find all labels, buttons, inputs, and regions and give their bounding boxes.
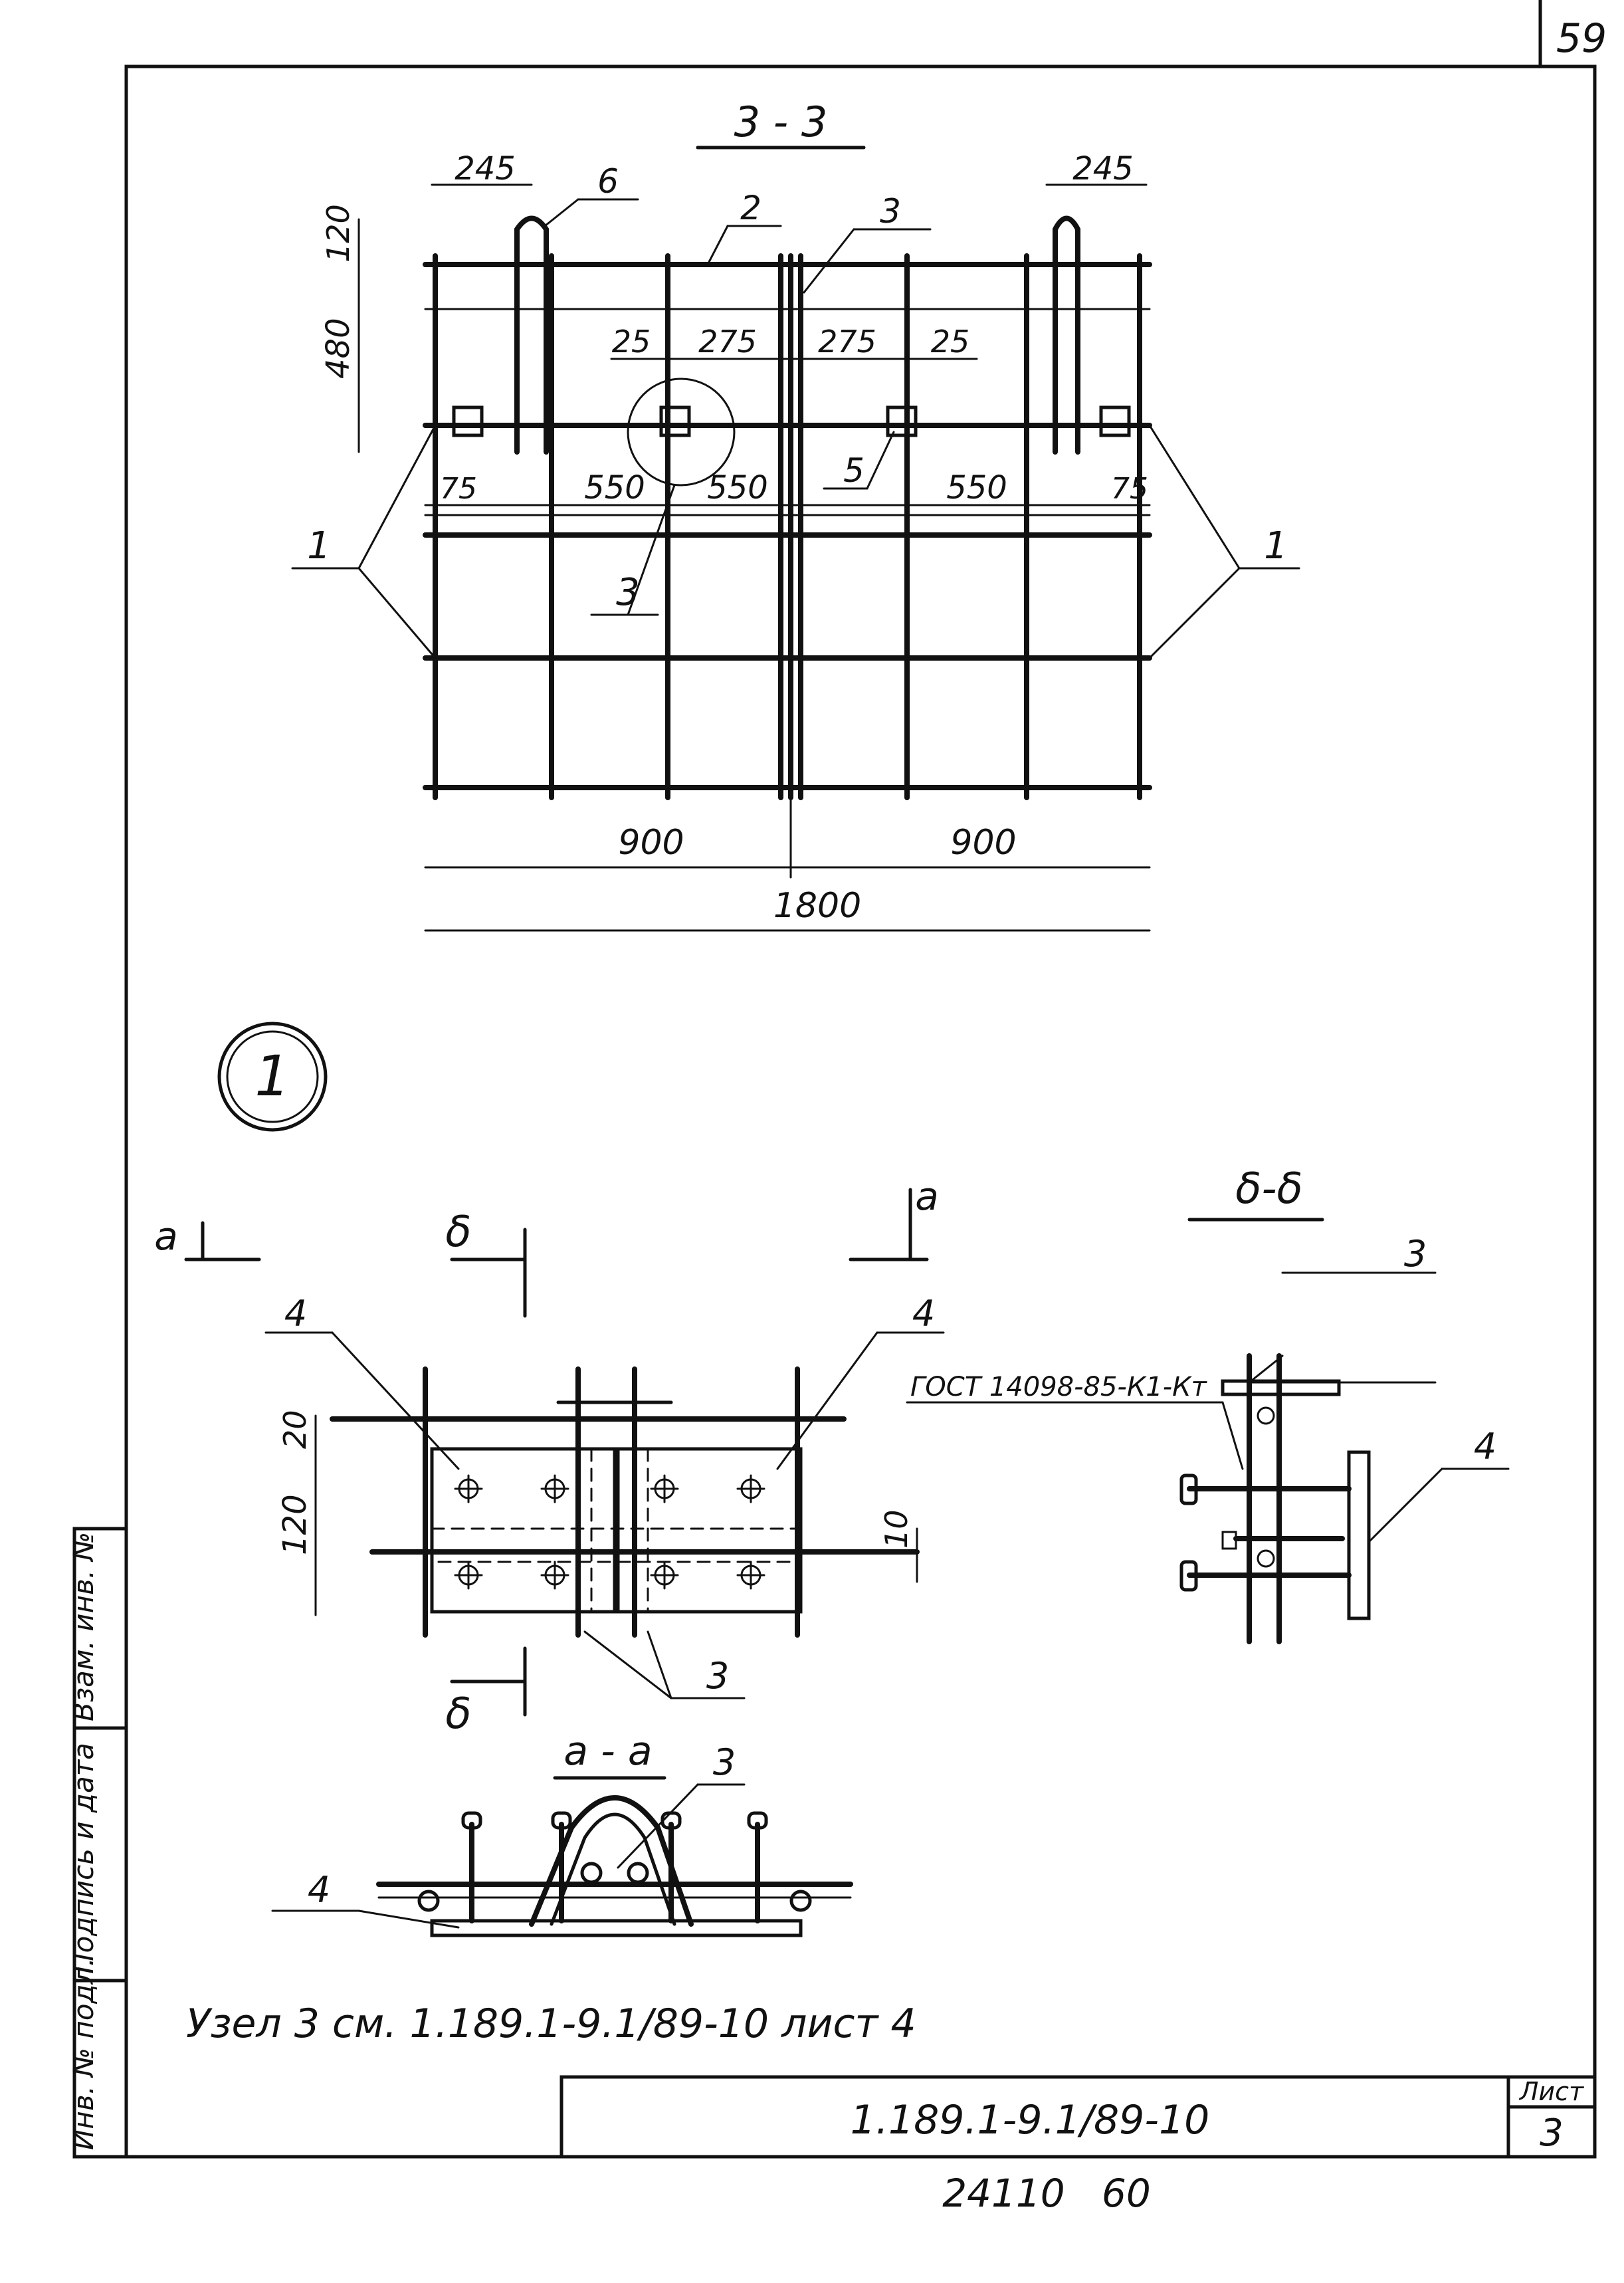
callout-4-bb: 4 <box>1474 1426 1496 1468</box>
dim-275-right: 275 <box>818 324 876 360</box>
cut-a-left-label: a <box>154 1214 178 1259</box>
dim-480: 480 <box>320 318 357 379</box>
callout-6: 6 <box>597 162 619 201</box>
node-1-view: a a δ δ <box>154 1174 945 1739</box>
section-3-3: 3 - 3 245 245 120 48 <box>291 98 1300 932</box>
node-1-marker: 1 <box>217 1022 328 1132</box>
dim-20: 20 <box>277 1410 313 1449</box>
svg-text:1: 1 <box>254 1043 290 1109</box>
sheet-number: 3 <box>1540 2112 1564 2155</box>
dim-75-left: 75 <box>440 472 477 506</box>
gost-label: ГОСТ 14098-85-К1-Кт <box>910 1372 1208 1402</box>
callout-2: 2 <box>740 189 761 227</box>
sheet-label: Лист <box>1518 2077 1585 2106</box>
dim-120-node: 120 <box>276 1494 314 1555</box>
callout-4-left: 4 <box>284 1293 307 1335</box>
section-3-3-title: 3 - 3 <box>734 98 828 146</box>
section-a-a-title: a - a <box>563 1728 652 1775</box>
callout-3-top: 3 <box>880 192 901 231</box>
dim-245-right: 245 <box>1072 150 1134 187</box>
stamp-sign-date: Подпись и дата <box>67 1743 100 1974</box>
dim-25-right: 25 <box>931 324 970 360</box>
callout-3-bb: 3 <box>1404 1233 1427 1275</box>
doc-code: 1.189.1-9.1/89-10 <box>851 2097 1210 2143</box>
page-number: 59 <box>1556 15 1607 62</box>
dim-900-right: 900 <box>950 823 1016 863</box>
dim-550-c: 550 <box>946 469 1007 506</box>
stamp-vzam-inv: Взам. инв. № <box>67 1532 100 1721</box>
dim-245-left: 245 <box>455 150 516 187</box>
callout-3-aa: 3 <box>713 1741 736 1783</box>
dim-550-a: 550 <box>584 469 645 506</box>
callout-3-plan: 3 <box>616 571 640 614</box>
callout-4-aa: 4 <box>308 1869 330 1911</box>
footer-number: 24110 60 <box>942 2171 1151 2216</box>
callout-1-right: 1 <box>1264 524 1288 568</box>
callout-1-left: 1 <box>307 524 331 568</box>
dim-900-left: 900 <box>618 823 684 863</box>
callout-3-node: 3 <box>706 1655 729 1697</box>
sheet-frame <box>124 64 1597 2159</box>
section-a-a: a - a 3 4 <box>271 1728 853 1937</box>
note-text: Узел 3 см. 1.189.1-9.1/89-10 лист 4 <box>186 2001 916 2047</box>
dim-275-left: 275 <box>698 324 757 360</box>
title-block: 1.189.1-9.1/89-10 Лист 3 <box>559 2075 1597 2159</box>
side-stamp: Взам. инв. № Подпись и дата Инв. № подл. <box>67 1527 128 2159</box>
dim-75-right: 75 <box>1111 472 1148 506</box>
dim-120: 120 <box>320 204 356 263</box>
section-b-b-title: δ-δ <box>1235 1164 1302 1214</box>
cut-b-top-label: δ <box>445 1208 471 1257</box>
dim-25-left: 25 <box>612 324 651 360</box>
stamp-inv-no: Инв. № подл. <box>67 1957 100 2150</box>
callout-5: 5 <box>843 451 864 490</box>
dim-1800: 1800 <box>773 886 861 926</box>
dim-550-b: 550 <box>707 469 768 506</box>
cut-a-right-label: a <box>915 1174 939 1219</box>
section-b-b: δ-δ 3 ГОСТ 14098-85-К1-Кт 4 <box>906 1164 1510 1644</box>
cut-b-bottom-label: δ <box>445 1689 471 1739</box>
dim-10: 10 <box>878 1509 914 1549</box>
callout-4-right: 4 <box>912 1293 935 1335</box>
